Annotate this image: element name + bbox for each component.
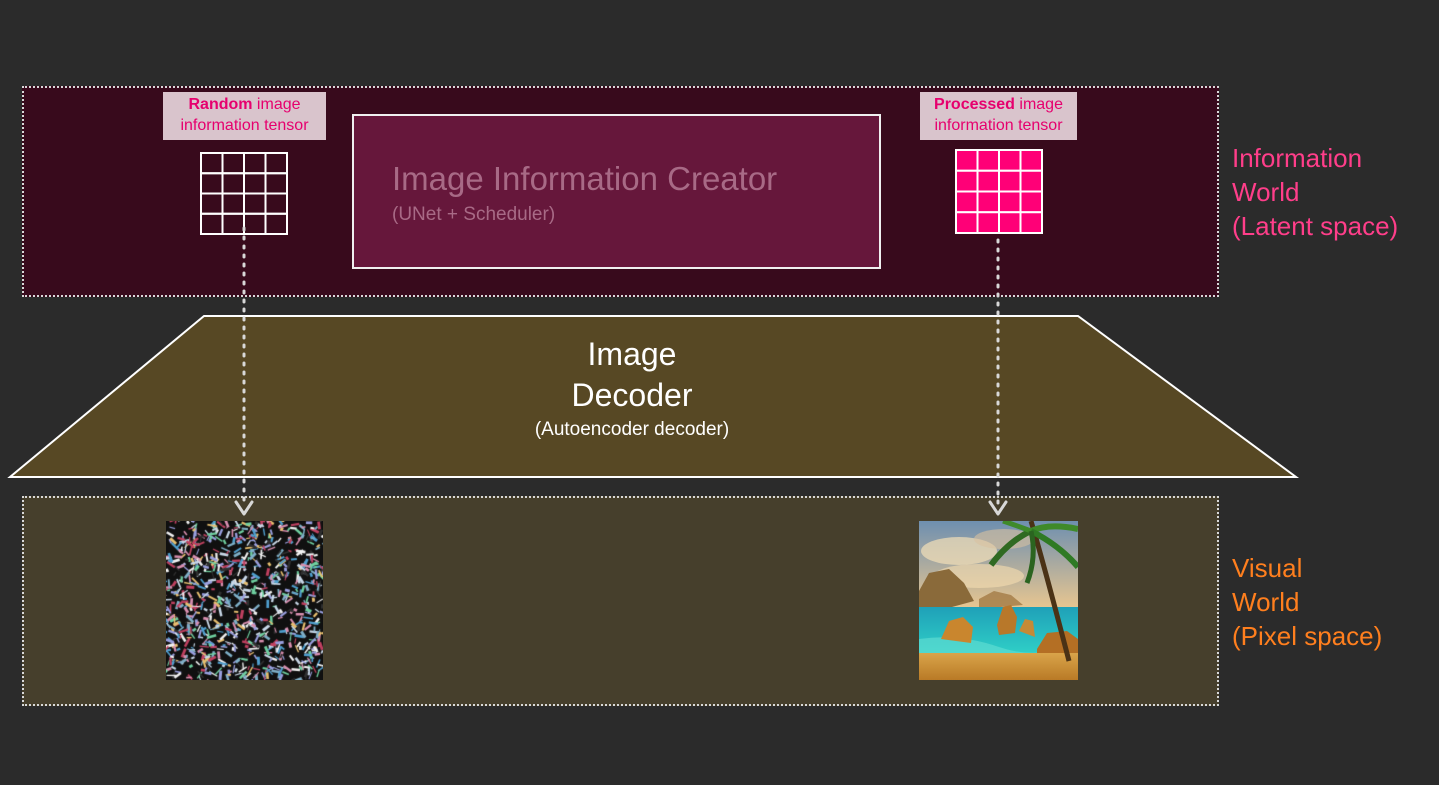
decoder-subtitle: (Autoencoder decoder) [534,419,730,440]
information-world-label: Information World (Latent space) [1232,141,1398,243]
tensor-cell [243,212,267,235]
random-tensor-label-line2: information tensor [180,117,309,134]
visual-world-line: (Pixel space) [1232,621,1383,651]
tensor-cell [976,169,1000,193]
tensor-cell [955,190,979,214]
tensor-cell [243,172,267,195]
tensor-cell [200,212,224,235]
visual-world-line: World [1232,587,1300,617]
info-world-line: Information [1232,143,1363,173]
tensor-cell [998,169,1022,193]
processed-tensor-label-line2: information tensor [934,117,1063,134]
decoder-title-line: Image [587,336,677,372]
image-decoder-shape [7,315,1300,478]
tensor-cell [243,192,267,215]
tensor-cell [264,152,288,175]
creator-title: Image Information Creator [392,160,778,197]
tensor-cell [1019,211,1043,234]
tensor-cell [221,152,245,175]
tensor-cell [976,190,1000,214]
processed-tensor-label: Processed image information tensor [920,92,1077,140]
visual-world-line: Visual [1232,553,1303,583]
tensor-cell [955,211,979,234]
image-information-creator-box: Image Information Creator (UNet + Schedu… [352,114,881,269]
tensor-cell [1019,169,1043,193]
tensor-cell [221,212,245,235]
info-world-line: World [1232,177,1300,207]
tensor-cell [955,149,979,172]
creator-subtitle: (UNet + Scheduler) [392,204,556,225]
random-tensor-label-rest: image [252,96,301,113]
random-noise-image [166,521,323,680]
tensor-cell [955,169,979,193]
tensor-cell [1019,190,1043,214]
info-world-line: (Latent space) [1232,211,1399,241]
tensor-cell [221,192,245,215]
tensor-cell [243,152,267,175]
dotted-arrow-icon [988,238,1008,516]
visual-world-label: Visual World (Pixel space) [1232,551,1382,653]
filled-grid-icon [955,149,1043,234]
tensor-cell [976,149,1000,172]
random-tensor-label-bold: Random [188,96,253,113]
tensor-cell [264,212,288,235]
processed-tensor-label-bold: Processed [934,96,1015,113]
tensor-cell [264,192,288,215]
tensor-cell [998,190,1022,214]
tensor-cell [221,172,245,195]
empty-grid-icon [200,152,288,235]
generated-beach-image [919,521,1078,680]
dotted-arrow-icon [234,226,254,516]
tensor-cell [998,211,1022,234]
tensor-cell [1019,149,1043,172]
tensor-cell [200,152,224,175]
decoder-title: Image Decoder [482,334,782,416]
processed-tensor-label-rest: image [1014,96,1063,113]
tensor-cell [200,172,224,195]
random-tensor-label: Random image information tensor [163,92,326,140]
tensor-cell [264,172,288,195]
tensor-cell [976,211,1000,234]
tensor-cell [200,192,224,215]
tensor-cell [998,149,1022,172]
decoder-title-line: Decoder [571,377,693,413]
